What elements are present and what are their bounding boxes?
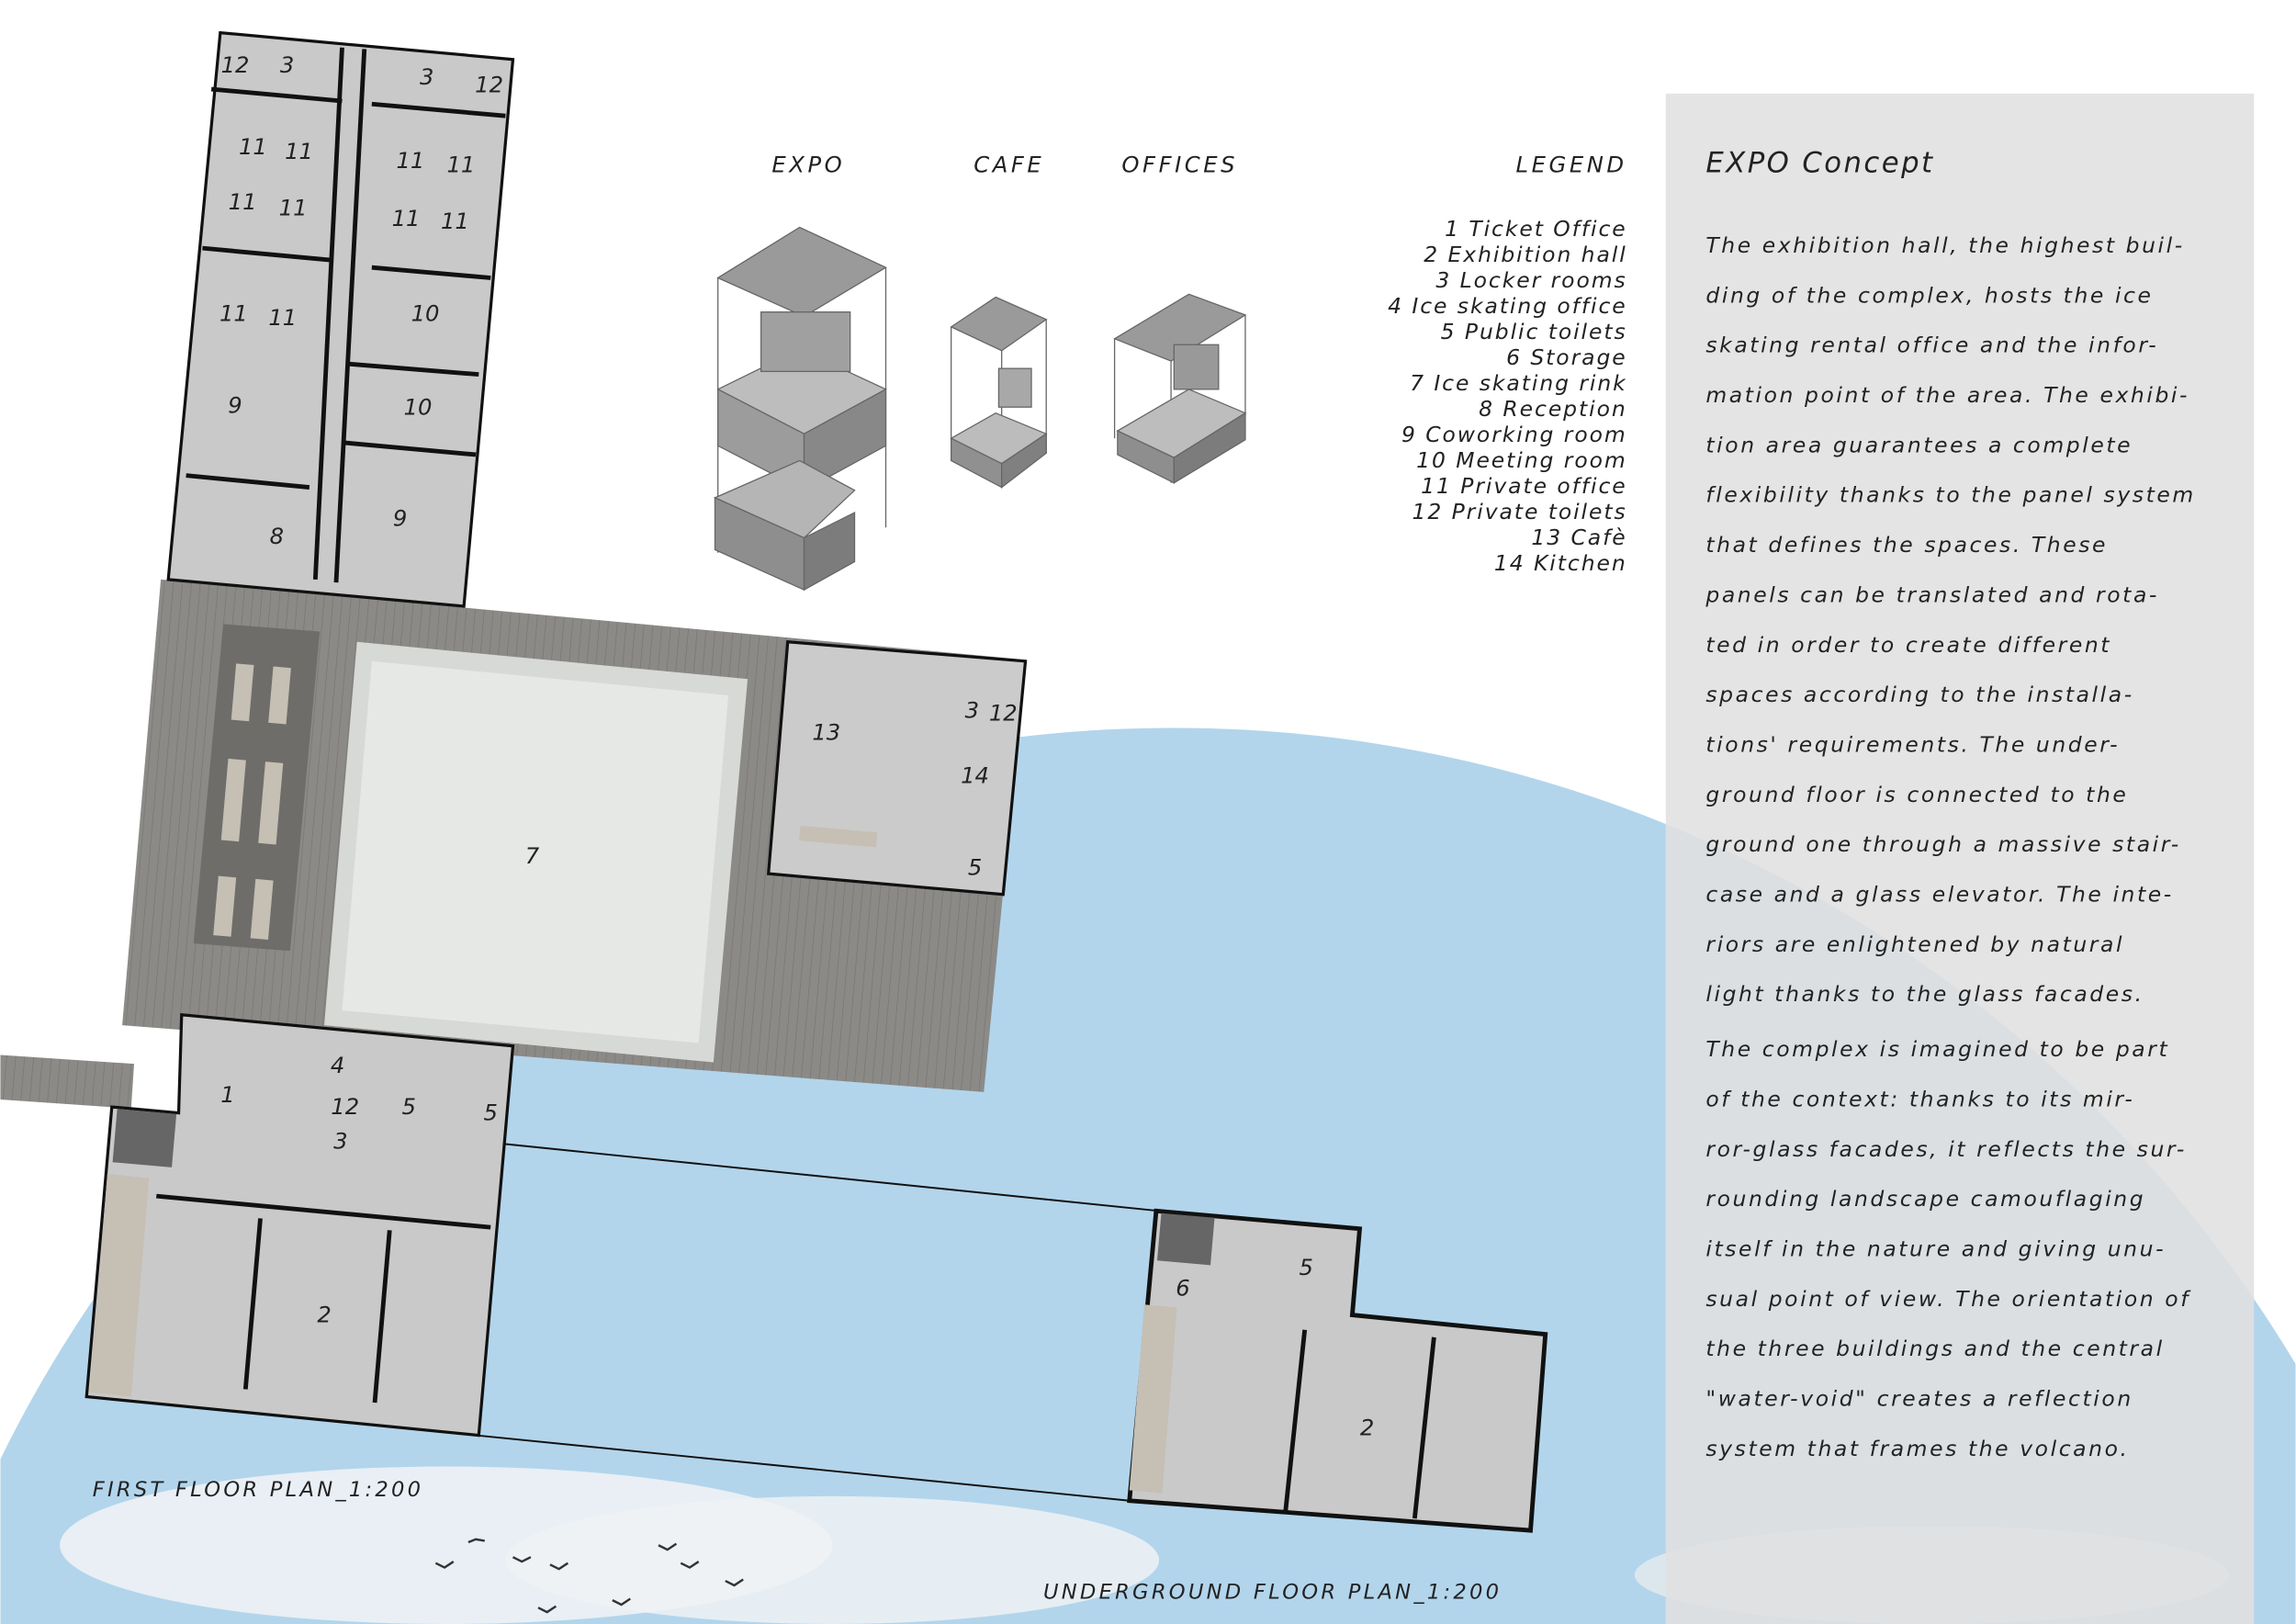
concept-title: EXPO Concept <box>1705 147 1934 180</box>
room-number: 11 <box>446 152 475 178</box>
concept-line: itself in the nature and giving unu- <box>1705 1235 2166 1261</box>
concept-line: The exhibition hall, the highest buil- <box>1705 232 2184 258</box>
room-number: 12 <box>989 700 1018 727</box>
concept-line: system that frames the volcano. <box>1705 1436 2129 1461</box>
legend-item: 10 Meeting room <box>1416 447 1626 473</box>
room-number: 5 <box>968 854 982 881</box>
concept-line: "water-void" creates a reflection <box>1705 1386 2133 1412</box>
first-floor-plan-title: FIRST FLOOR PLAN_1:200 <box>93 1478 424 1502</box>
room-number: 11 <box>268 304 297 331</box>
legend-item: 5 Public toilets <box>1441 319 1627 344</box>
concept-line: rounding landscape camouflaging <box>1705 1186 2145 1212</box>
underground-floor-plan <box>475 1143 1548 1533</box>
concept-line: that defines the spaces. These <box>1705 532 2108 558</box>
concept-panel <box>1665 93 2255 1624</box>
room-number: 10 <box>411 299 440 326</box>
room-number: 12 <box>475 71 503 97</box>
expo-diagram-label: EXPO <box>771 152 845 178</box>
room-number: 5 <box>1300 1254 1313 1280</box>
room-number: 3 <box>280 51 294 78</box>
expo-axonometric <box>713 226 887 592</box>
legend-title: LEGEND <box>1516 152 1627 178</box>
legend-item: 6 Storage <box>1506 344 1627 370</box>
concept-line: tion area guarantees a complete <box>1705 432 2133 457</box>
legend-item: 2 Exhibition hall <box>1424 242 1626 267</box>
legend-item: 3 Locker rooms <box>1435 267 1626 293</box>
concept-line: ground floor is connected to the <box>1705 782 2128 807</box>
legend-item: 8 Reception <box>1479 396 1626 422</box>
cafe-axonometric <box>950 296 1048 489</box>
room-number: 3 <box>420 63 433 90</box>
concept-line: of the context: thanks to its mir- <box>1705 1086 2134 1111</box>
concept-line: the three buildings and the central <box>1705 1336 2164 1361</box>
room-number: 11 <box>441 208 469 234</box>
room-number: 2 <box>1360 1415 1374 1441</box>
room-number: 9 <box>228 392 242 419</box>
concept-line: skating rental office and the infor- <box>1705 333 2158 358</box>
concept-line: case and a glass elevator. The inte- <box>1705 882 2173 908</box>
room-number: 5 <box>402 1093 416 1120</box>
room-number: 3 <box>965 696 979 723</box>
room-number: 5 <box>484 1100 498 1126</box>
legend-item: 12 Private toilets <box>1412 499 1626 524</box>
concept-text: The exhibition hall, the highest buil-di… <box>1705 232 2195 1461</box>
room-number: 11 <box>285 138 313 164</box>
walkway <box>0 1054 135 1109</box>
room-number: 11 <box>392 205 421 231</box>
concept-line: spaces according to the installa- <box>1705 682 2133 707</box>
concept-line: sual point of view. The orientation of <box>1705 1286 2191 1312</box>
underground-plan-title: UNDERGROUND FLOOR PLAN_1:200 <box>1043 1581 1502 1605</box>
concept-line: ted in order to create different <box>1705 632 2111 658</box>
concept-line: ding of the complex, hosts the ice <box>1705 282 2153 308</box>
offices-diagram-label: OFFICES <box>1121 152 1238 178</box>
legend-item: 9 Coworking room <box>1401 422 1627 447</box>
concept-line: flexibility thanks to the panel system <box>1705 482 2195 508</box>
room-number: 2 <box>317 1302 331 1328</box>
room-number: 11 <box>219 299 248 326</box>
room-number: 8 <box>270 523 284 549</box>
room-number: 3 <box>333 1127 347 1154</box>
concept-line: ror-glass facades, it reflects the sur- <box>1705 1136 2187 1162</box>
legend-item: 7 Ice skating rink <box>1410 370 1627 396</box>
first-floor-plan <box>0 30 1028 1438</box>
room-number: 6 <box>1176 1275 1189 1302</box>
legend-item: 1 Ticket Office <box>1445 216 1627 242</box>
concept-line: riors are enlightened by natural <box>1705 931 2124 957</box>
room-number: 4 <box>331 1052 344 1078</box>
concept-line: tions' requirements. The under- <box>1705 731 2120 757</box>
expo-building <box>84 1013 515 1438</box>
room-number: 11 <box>396 147 424 174</box>
room-number: 12 <box>221 51 250 78</box>
legend-item: 13 Cafè <box>1531 524 1626 550</box>
cafe-diagram-label: CAFE <box>974 152 1044 178</box>
concept-line: light thanks to the glass facades. <box>1705 981 2144 1007</box>
offices-axonometric <box>1113 293 1247 484</box>
office-building <box>166 30 515 608</box>
room-number: 7 <box>525 842 540 869</box>
room-number: 13 <box>812 719 840 746</box>
legend-item: 14 Kitchen <box>1494 550 1627 576</box>
cloud <box>505 1495 1160 1624</box>
room-number: 11 <box>229 188 257 215</box>
room-number: 10 <box>404 393 433 420</box>
legend-item: 4 Ice skating office <box>1388 293 1627 319</box>
concept-line: ground one through a massive stair- <box>1705 831 2180 857</box>
concept-line: panels can be translated and rota- <box>1705 581 2159 607</box>
room-number: 11 <box>239 133 267 160</box>
room-number: 14 <box>961 761 989 788</box>
room-number: 1 <box>220 1081 234 1108</box>
legend-item: 11 Private office <box>1421 473 1627 499</box>
room-number: 12 <box>331 1093 359 1120</box>
birds <box>434 1538 744 1614</box>
room-number: 11 <box>279 195 308 221</box>
concept-line: mation point of the area. The exhibi- <box>1705 382 2189 408</box>
room-number: 9 <box>393 505 407 532</box>
concept-line: The complex is imagined to be part <box>1705 1036 2169 1062</box>
bench-area <box>193 624 321 952</box>
